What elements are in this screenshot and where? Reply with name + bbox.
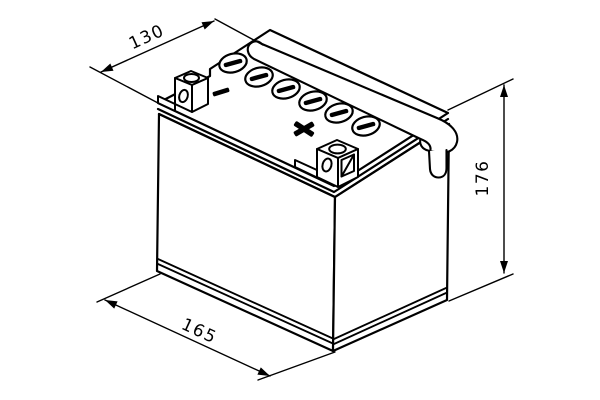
cover-lip-line-upper: [156, 107, 450, 194]
dimension-height-extension-top: [447, 78, 514, 111]
dimension-depth-extension-right: [214, 18, 264, 46]
vent-cap: [218, 52, 248, 74]
vent-caps: [218, 52, 381, 137]
dimension-length-line: [104, 299, 271, 377]
dimension-height-extension-bottom: [448, 273, 514, 302]
dimension-length-extension-left: [96, 273, 161, 303]
carry-strap: [246, 40, 459, 155]
negative-terminal-hole-side: [178, 88, 189, 104]
vent-tube: [427, 148, 448, 179]
positive-terminal-hole-top: [328, 143, 347, 155]
body-foot-lines: [157, 258, 447, 345]
vent-cap-slot: [329, 108, 349, 118]
dimension-depth-line: [100, 20, 215, 73]
vent-cap: [298, 90, 328, 112]
positive-terminal-square-hole-diagonal: [340, 153, 355, 178]
strap-inner-bend: [419, 137, 432, 151]
vent-cap: [244, 66, 274, 88]
negative-terminal-base: [157, 95, 176, 112]
positive-terminal: [294, 139, 359, 188]
dimension-depth-value: 130: [126, 21, 168, 55]
dimension-arrowheads: [101, 21, 508, 376]
dimension-length-extension-right: [257, 351, 336, 381]
positive-symbol: [293, 121, 315, 137]
strap-outline: [246, 40, 459, 155]
cover-lip-line-lower: [157, 112, 451, 199]
negative-terminal-hole-top: [183, 73, 200, 83]
vent-cap-slot: [356, 121, 376, 131]
vent-cap-slot: [303, 96, 323, 106]
positive-terminal-hole-side: [321, 157, 333, 173]
dimension-depth-extension-left: [89, 66, 159, 104]
vent-cap-slot: [249, 72, 269, 82]
dimension-lines: [89, 18, 514, 381]
vent-cap: [271, 78, 301, 100]
negative-terminal: [157, 70, 209, 113]
vent-cap: [351, 115, 381, 137]
negative-terminal-right-face: [191, 77, 209, 113]
vent-cap-slot: [223, 58, 243, 68]
negative-symbol: [212, 87, 230, 97]
vent-cap: [324, 102, 354, 124]
vent-cap-slot: [276, 84, 296, 94]
dimension-height-value: 176: [473, 160, 493, 197]
